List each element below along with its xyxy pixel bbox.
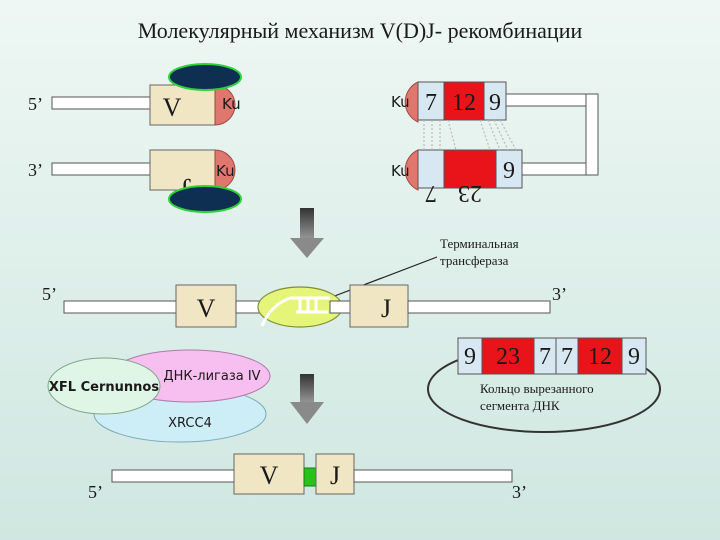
label-3prime-bottom: 3’ xyxy=(512,482,527,502)
ku-lower-left-label: Ku xyxy=(216,162,235,180)
segment-j-bottom xyxy=(315,453,355,495)
dna-lower-left xyxy=(51,162,161,176)
down-arrow-1 xyxy=(290,208,324,258)
segment-j-top xyxy=(149,149,216,191)
segment-j-middle xyxy=(349,284,409,328)
label-3prime-middle: 3’ xyxy=(552,284,567,304)
xfl-cernunnos-label: XFL Cernunnos xyxy=(49,380,159,395)
rss23-lower-label: 23 xyxy=(458,180,482,206)
junction-nucleotides xyxy=(303,467,317,487)
rss7-top xyxy=(417,81,445,121)
segment-v-top xyxy=(149,84,216,126)
rss9-top-label: 9 xyxy=(489,90,501,116)
label-5prime-middle: 5’ xyxy=(42,284,57,304)
ring-7-left: 7 xyxy=(539,344,551,370)
ku-lower-right xyxy=(404,149,419,191)
ring-caption-line2: сегмента ДНК xyxy=(480,398,560,413)
down-arrow-2 xyxy=(290,374,324,424)
ring-9-left: 9 xyxy=(464,344,476,370)
transferase-hairpin xyxy=(260,296,330,327)
label-5prime-top: 5’ xyxy=(28,94,43,114)
ring-7-right: 7 xyxy=(561,344,573,370)
segment-v-top-label: V xyxy=(163,93,182,122)
dna-loop-right xyxy=(585,93,599,176)
rss12-top-label: 12 xyxy=(452,90,476,116)
dna-upper-left xyxy=(51,96,161,110)
segment-j-bottom-label: J xyxy=(330,461,340,490)
ring-caption-line1: Кольцо вырезанного xyxy=(480,381,594,396)
dna-bottom-left xyxy=(111,469,237,483)
rss7-top-label: 7 xyxy=(425,90,437,116)
xfl-cernunnos xyxy=(47,357,161,415)
ku-lower-right-label: Ku xyxy=(391,162,410,180)
segment-v-bottom xyxy=(233,453,305,495)
cap-bottom xyxy=(168,185,242,213)
segment-v-bottom-label: V xyxy=(260,461,279,490)
terminal-transferase-line2: трансфераза xyxy=(440,253,509,268)
ku-top-right-label: Ku xyxy=(391,93,410,111)
rss9-lower xyxy=(495,149,523,189)
dna-ligase-iv-label: ДНК-лигаза IV xyxy=(163,369,260,384)
terminal-transferase-line1: Терминальная xyxy=(440,236,519,251)
rss12-top xyxy=(443,81,485,121)
dna-middle-right xyxy=(407,300,551,314)
ring-rss-bar: 9 23 7 7 12 9 xyxy=(457,337,647,375)
segment-v-middle-label: V xyxy=(197,294,216,323)
cap-top xyxy=(168,63,242,91)
dna-upper-right xyxy=(505,93,599,107)
rss7-lower-label: 7 xyxy=(425,180,437,206)
ku-top-right xyxy=(404,81,419,123)
diagram-title: Молекулярный механизм V(D)J- рекомбинаци… xyxy=(138,18,583,43)
ring-12: 12 xyxy=(588,344,612,370)
xrcc4-label: XRCC4 xyxy=(168,416,212,431)
ku-top-left-label: Ku xyxy=(222,95,241,113)
label-5prime-bottom: 5’ xyxy=(88,482,103,502)
label-3prime-top: 3’ xyxy=(28,160,43,180)
rss-pairing-lines xyxy=(423,119,517,151)
segment-j-middle-label: J xyxy=(381,294,391,323)
dna-middle-left xyxy=(63,300,179,314)
dna-bottom-right xyxy=(353,469,513,483)
ring-23: 23 xyxy=(496,344,520,370)
ring-9-right: 9 xyxy=(628,344,640,370)
dna-middle-gap-right xyxy=(329,300,353,314)
rss9-lower-label: 9 xyxy=(503,158,515,184)
